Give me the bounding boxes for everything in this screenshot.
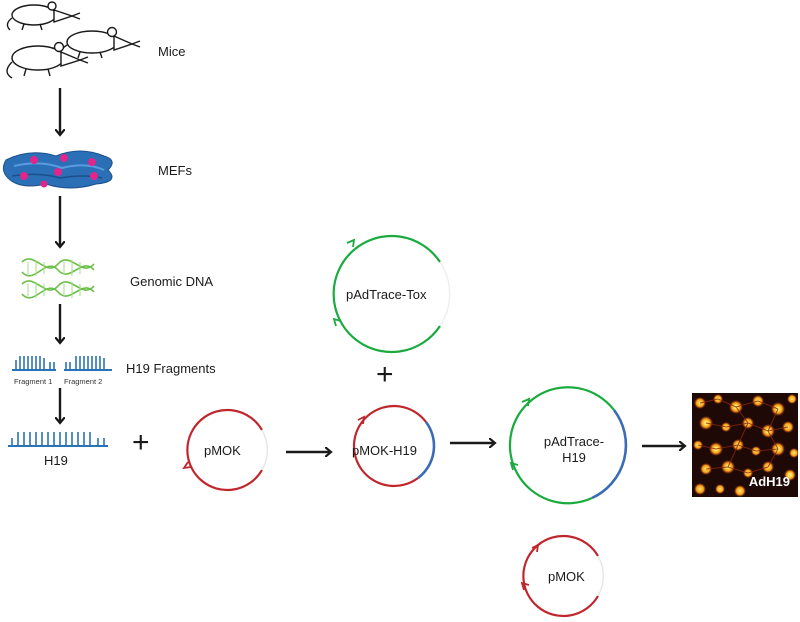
h19-fragment-1-icon [12, 356, 56, 371]
label-fragment-2: Fragment 2 [64, 377, 103, 386]
dna-helix-icon [21, 258, 95, 299]
plus-sign-tox-pmokh19: + [376, 358, 394, 391]
label-mice: Mice [158, 44, 186, 59]
label-padtrace-h19-line1: pAdTrace- [543, 434, 605, 449]
label-pmok-2: pMOK [548, 569, 585, 584]
pmok-plasmid-1 [182, 408, 269, 492]
mouse-bottom [6, 41, 89, 79]
label-fragment-1: Fragment 1 [14, 377, 53, 386]
label-genomic-dna: Genomic DNA [130, 274, 214, 289]
pmok-h19-plasmid [352, 404, 436, 488]
plus-sign-h19-pmok: + [132, 426, 150, 459]
mefs-icon [2, 150, 113, 189]
adh19-label: AdH19 [748, 474, 790, 489]
h19-fragment-2-icon [64, 356, 112, 371]
padtrace-h19-plasmid [508, 386, 628, 505]
label-h19-fragments: H19 Fragments [126, 361, 216, 376]
padtrace-tox-plasmid [332, 234, 451, 354]
label-pmok-h19: pMOK-H19 [352, 443, 418, 458]
label-mefs: MEFs [158, 163, 192, 178]
h19-full-icon [8, 432, 108, 447]
label-pmok-1: pMOK [204, 443, 241, 458]
mouse-middle [59, 26, 141, 59]
label-padtrace-h19-line2: H19 [562, 450, 586, 465]
mouse-top [6, 1, 81, 31]
fluorescent-cells [692, 393, 798, 497]
pmok-plasmid-2 [520, 534, 605, 618]
mice-icon [6, 1, 141, 79]
label-padtrace-tox: pAdTrace-Tox [346, 287, 427, 302]
label-h19: H19 [44, 453, 68, 468]
adh19-microscopy-image: AdH19 [692, 393, 798, 497]
horizontal-arrows [286, 443, 684, 452]
